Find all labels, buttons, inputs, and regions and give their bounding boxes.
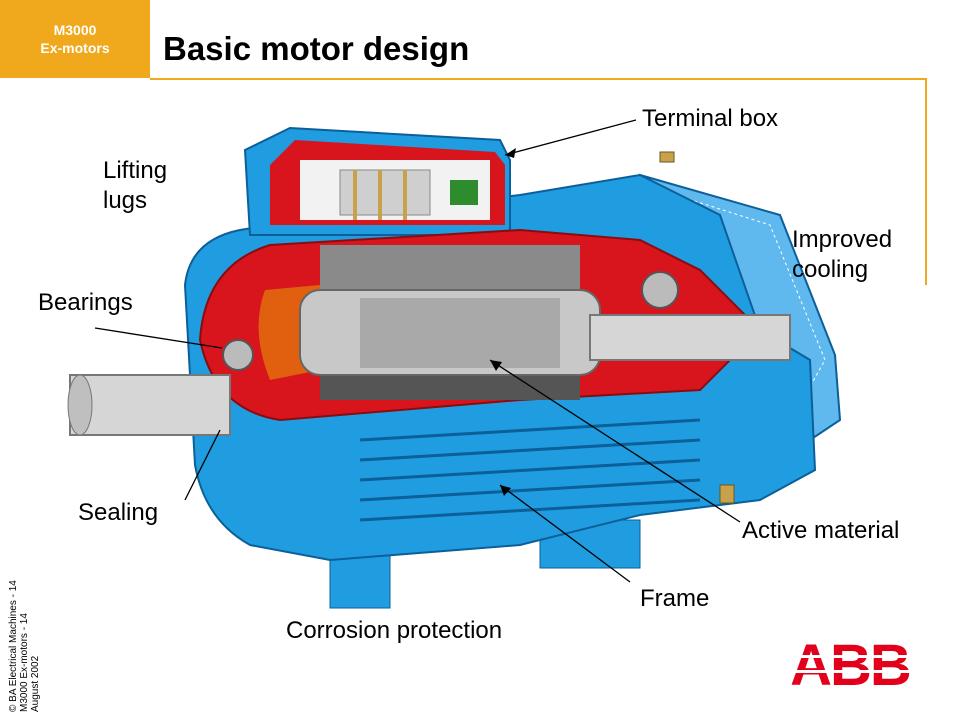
footer-notes: © BA Electrical Machines - 14 M3000 Ex-m… (8, 580, 41, 712)
side-rule (925, 78, 927, 285)
section-tag-line1: M3000 (53, 22, 97, 38)
abb-logo-stripe-1 (785, 655, 915, 658)
section-tag: M3000 Ex-motors (0, 0, 150, 78)
leader-lines (94, 119, 741, 583)
rotor-core (360, 298, 560, 368)
bearing-rear (641, 271, 679, 309)
abb-logo: ABB (785, 633, 915, 698)
motor-shaft (67, 314, 791, 436)
cooling-fins (359, 418, 701, 522)
label-lifting-lugs-line1: Lifting (103, 157, 168, 184)
footer-line3: August 2002 (30, 655, 41, 712)
label-sealing: Sealing (78, 499, 159, 526)
abb-logo-stripe-2 (785, 670, 915, 673)
label-corrosion-protection: Corrosion protection (286, 617, 503, 644)
label-improved-cooling-line2: cooling (792, 256, 869, 283)
page-title: Basic motor design (163, 30, 470, 67)
section-tag-line2: Ex-motors (40, 40, 110, 56)
footer-line1: © BA Electrical Machines - 14 (8, 580, 19, 712)
label-lifting-lugs: Lifting lugs (103, 156, 167, 216)
label-active-material: Active material (742, 517, 900, 544)
label-improved-cooling-line1: Improved (792, 226, 893, 253)
bearing-front (222, 339, 254, 371)
footer-line2: M3000 Ex-motors - 14 (19, 613, 30, 712)
label-lifting-lugs-line2: lugs (103, 187, 148, 214)
abb-logo-text: ABB (790, 633, 910, 698)
arrowhead-frame (500, 485, 511, 496)
label-improved-cooling: Improved cooling (792, 225, 892, 285)
arrowhead-terminal-box (505, 148, 516, 158)
label-terminal-box: Terminal box (642, 105, 779, 132)
header-rule (150, 78, 927, 80)
label-frame: Frame (640, 585, 710, 612)
lifting-lug (659, 151, 675, 163)
drain-plug (719, 484, 735, 504)
label-bearings: Bearings (38, 289, 133, 316)
arrowhead-active-material (490, 360, 502, 371)
terminal-box (243, 126, 511, 236)
